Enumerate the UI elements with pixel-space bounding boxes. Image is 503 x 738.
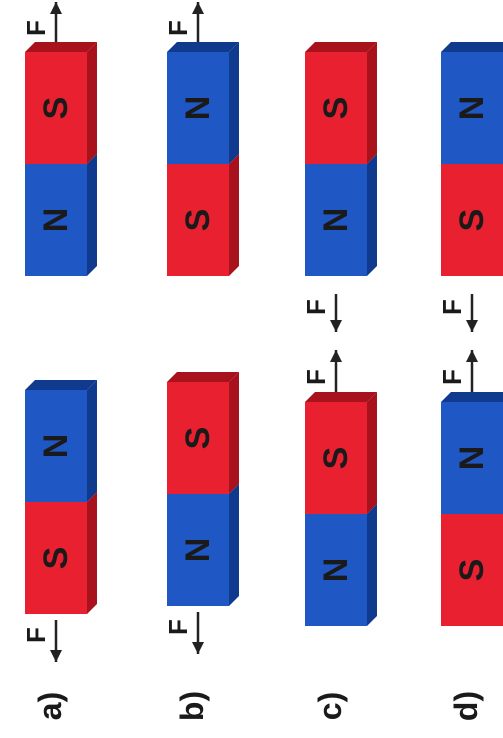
force-arrow-down: F (21, 620, 62, 662)
force-label: F (21, 627, 51, 643)
right-magnet: NS (441, 42, 503, 276)
south-pole-segment: S (305, 392, 377, 514)
pole-label: S (37, 97, 75, 120)
row-label: c) (312, 692, 348, 720)
pole-label: S (453, 559, 491, 582)
force-arrow-down: F (301, 294, 342, 332)
force-arrow-down: F (437, 294, 478, 332)
force-arrow-up: F (301, 350, 342, 392)
force-label: F (301, 299, 331, 315)
south-pole-segment: S (305, 42, 377, 164)
right-magnet: SN (305, 42, 377, 276)
pole-label: N (317, 208, 355, 233)
south-pole-segment: S (167, 372, 239, 494)
south-pole-segment: S (167, 154, 239, 276)
row-label: a) (32, 692, 68, 720)
force-label: F (437, 369, 467, 385)
magnet-top-cap (167, 372, 239, 382)
force-label: F (301, 369, 331, 385)
pole-label: N (179, 96, 217, 121)
force-arrow-up: F (21, 2, 62, 42)
north-pole-segment: N (305, 154, 377, 276)
pole-label: S (179, 209, 217, 232)
pole-label: N (453, 446, 491, 471)
south-pole-segment: S (441, 164, 503, 276)
south-pole-segment: S (25, 42, 97, 164)
magnet-top-cap (305, 392, 377, 402)
magnet-top-cap (25, 42, 97, 52)
force-arrow-up: F (163, 2, 204, 42)
north-pole-segment: N (25, 154, 97, 276)
pole-label: N (37, 208, 75, 233)
north-pole-segment: N (441, 402, 503, 514)
north-pole-segment: N (441, 52, 503, 164)
pole-label: N (453, 96, 491, 121)
left-magnet: NS (441, 392, 503, 626)
magnet-top-cap (305, 42, 377, 52)
pole-label: N (317, 558, 355, 583)
left-magnet: SN (305, 392, 377, 626)
south-pole-segment: S (25, 492, 97, 614)
force-arrow-down: F (163, 612, 204, 654)
force-label: F (163, 20, 193, 36)
left-magnet: SN (167, 372, 239, 606)
south-pole-segment: S (441, 514, 503, 626)
row-label: b) (174, 691, 210, 721)
pole-label: S (37, 547, 75, 570)
pole-label: S (453, 209, 491, 232)
north-pole-segment: N (167, 484, 239, 606)
right-magnet: NS (167, 42, 239, 276)
pole-label: S (317, 447, 355, 470)
pole-label: S (179, 427, 217, 450)
magnet-top-cap (441, 392, 503, 402)
north-pole-segment: N (305, 504, 377, 626)
left-magnet: NS (25, 380, 97, 614)
force-arrow-up: F (437, 350, 478, 392)
pole-label: N (37, 434, 75, 459)
row-label: d) (448, 691, 484, 721)
magnet-top-cap (25, 380, 97, 390)
pole-label: N (179, 538, 217, 563)
magnet-top-cap (441, 42, 503, 52)
magnet-top-cap (167, 42, 239, 52)
pole-label: S (317, 97, 355, 120)
force-label: F (437, 299, 467, 315)
force-label: F (163, 619, 193, 635)
force-label: F (21, 20, 51, 36)
north-pole-segment: N (167, 42, 239, 164)
north-pole-segment: N (25, 380, 97, 502)
right-magnet: SN (25, 42, 97, 276)
